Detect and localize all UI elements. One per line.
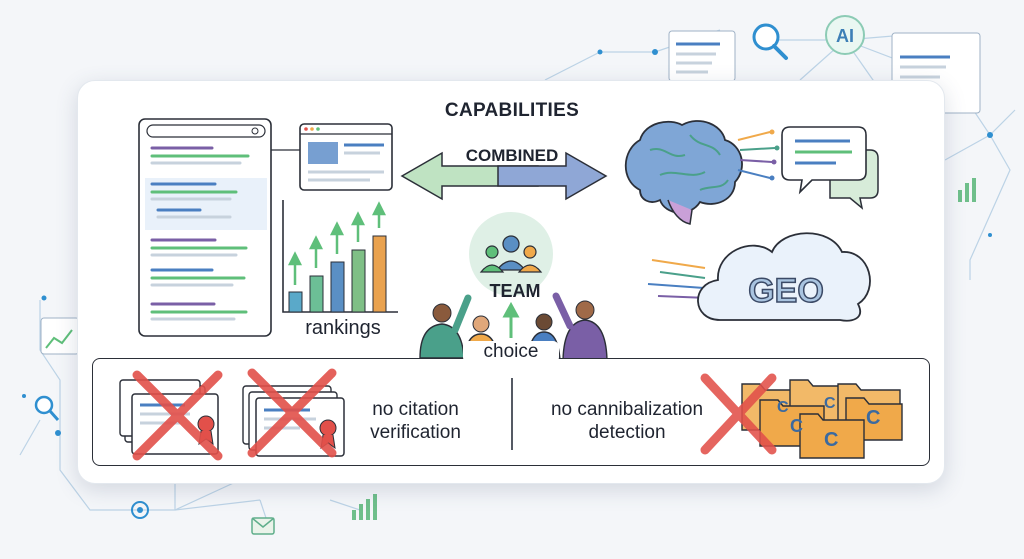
no-cannibalization-detection-label: no cannibalization detection [550, 399, 704, 443]
magnifier-icon-top [752, 23, 788, 60]
rankings-label: rankings [305, 317, 381, 339]
no-citation-verification-label: no citation verification [370, 399, 461, 443]
limitations-divider [511, 378, 513, 450]
ai-badge-text: AI [836, 26, 854, 46]
combined-label: COMBINED [465, 146, 559, 165]
choice-label: choice [463, 341, 559, 363]
team-label: TEAM [489, 281, 541, 301]
capabilities-title: CAPABILITIES [444, 100, 580, 121]
